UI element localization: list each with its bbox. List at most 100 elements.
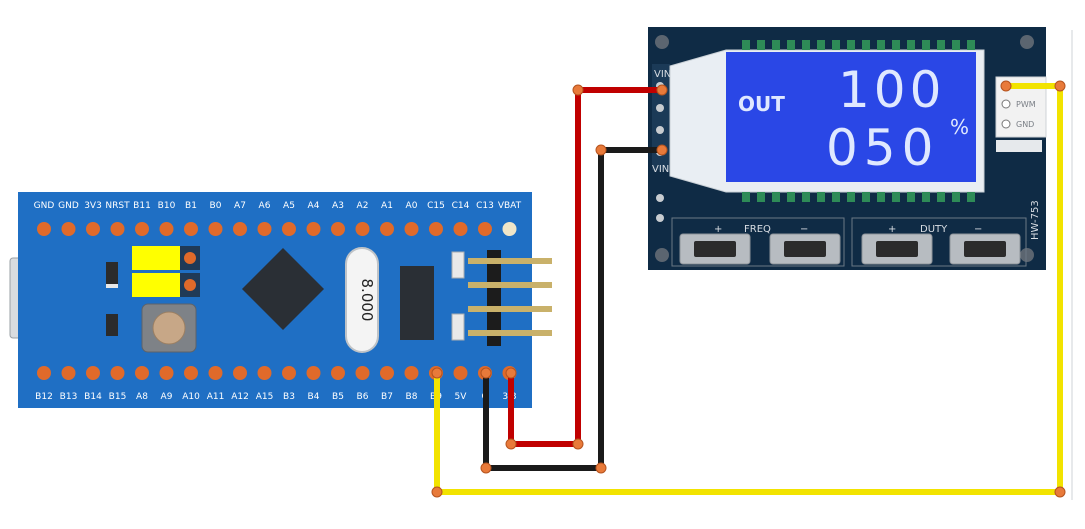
lcd-out-label: OUT (738, 92, 785, 116)
top-pin-label: A1 (381, 201, 393, 211)
bottom-pin-label: B3 (283, 392, 295, 402)
bottom-pin-label: A15 (256, 392, 274, 402)
lcd-pin (862, 40, 870, 50)
top-pin-pad (257, 222, 272, 236)
bottom-pin-label: B8 (406, 392, 418, 402)
lcd-pin (742, 192, 750, 202)
lcd-pin (817, 40, 825, 50)
module-model-label: HW-753 (1030, 200, 1041, 240)
mount-hole (1020, 35, 1034, 49)
lcd-pin (772, 40, 780, 50)
crystal-label: 8.000 (358, 279, 376, 322)
top-pin-pad (233, 222, 247, 236)
gnd-pin-label: GND (1016, 120, 1034, 129)
bottom-pin-pad (355, 366, 370, 380)
bottom-pin-pad (233, 366, 247, 380)
top-pin-pad (478, 222, 492, 236)
bottom-pin-label: 5V (455, 392, 468, 402)
top-pin-label: A3 (332, 201, 344, 211)
lcd-pin (952, 40, 960, 50)
top-pin-pad (61, 222, 76, 236)
lcd-pin (802, 40, 810, 50)
top-pin-label: NRST (105, 201, 130, 211)
lcd-pin (877, 40, 885, 50)
top-pin-pad (429, 222, 443, 236)
led (451, 313, 465, 341)
lcd-frequency-value: 100 (838, 61, 945, 119)
bottom-pin-label: A12 (231, 392, 249, 402)
bottom-pin-label: A10 (182, 392, 200, 402)
top-pin-pad (404, 222, 419, 236)
top-pin-label: A2 (357, 201, 369, 211)
mount-hole (655, 248, 669, 262)
bottom-pin-pad (331, 366, 345, 380)
top-pin-label: C15 (427, 201, 445, 211)
wires (431, 80, 1066, 498)
lcd-pin (847, 40, 855, 50)
top-pin-pad (355, 222, 370, 236)
bottom-pin-pad (184, 366, 198, 380)
freq-label: FREQ (744, 224, 771, 235)
bottom-pin-pad (86, 366, 100, 380)
smd-component (106, 314, 118, 336)
led (451, 251, 465, 279)
lcd-pin (757, 192, 765, 202)
top-pin-pad (282, 222, 296, 236)
top-pin-pad (110, 222, 125, 236)
top-pin-label: A7 (234, 201, 246, 211)
boot-jumpers[interactable] (132, 246, 200, 297)
lcd-pin (757, 40, 765, 50)
mount-hole (1020, 248, 1034, 262)
lcd-pin (877, 192, 885, 202)
freq-minus-label: − (800, 224, 808, 235)
top-pin-pad (135, 222, 149, 236)
bottom-pin-label: B13 (60, 392, 78, 402)
lcd-pin (787, 192, 795, 202)
top-pin-label: GND (34, 201, 55, 211)
lcd-percent-sign: % (950, 115, 969, 139)
bottom-pin-label: A9 (161, 392, 173, 402)
top-pin-label: A6 (259, 201, 271, 211)
duty-label: DUTY (920, 224, 948, 235)
mount-hole (655, 35, 669, 49)
top-pin-label: C14 (452, 201, 470, 211)
freq-button-group: FREQ + − (671, 217, 845, 267)
swd-header (468, 250, 552, 346)
top-pin-label: B1 (185, 201, 197, 211)
top-pin-pad (502, 222, 517, 236)
top-pin-pads (37, 222, 517, 236)
lcd-pin (892, 192, 900, 202)
lcd-pin (937, 40, 945, 50)
lcd-pin (802, 192, 810, 202)
bottom-pin-pad (208, 366, 223, 380)
bottom-pin-pad (110, 366, 125, 380)
lcd-pin (847, 192, 855, 202)
top-pin-label: B10 (158, 201, 176, 211)
top-pin-label: GND (58, 201, 79, 211)
lcd-duty-value: 050 (826, 119, 939, 177)
lcd-pin (832, 40, 840, 50)
bottom-pin-pad (453, 366, 468, 380)
bottom-pin-label: B14 (84, 392, 102, 402)
bottom-pin-pad (135, 366, 149, 380)
reset-button[interactable] (141, 303, 197, 353)
smd-component (106, 262, 118, 284)
bottom-pin-pad (380, 366, 394, 380)
pwm-pin-label: PWM (1016, 100, 1036, 109)
bottom-pin-label: B15 (109, 392, 127, 402)
bottom-pin-pad (159, 366, 174, 380)
bottom-pin-pad (37, 366, 51, 380)
voltage-regulator (400, 266, 434, 340)
lcd-pin (967, 40, 975, 50)
bottom-pin-pad (61, 366, 76, 380)
lcd-pin (922, 192, 930, 202)
top-pin-label: 3V3 (84, 201, 102, 211)
lcd-screen (726, 52, 976, 182)
bottom-pin-pad (282, 366, 296, 380)
duty-plus-label: + (888, 224, 896, 235)
top-pin-pad (184, 222, 198, 236)
vin-minus-label: VIN- (652, 164, 673, 175)
